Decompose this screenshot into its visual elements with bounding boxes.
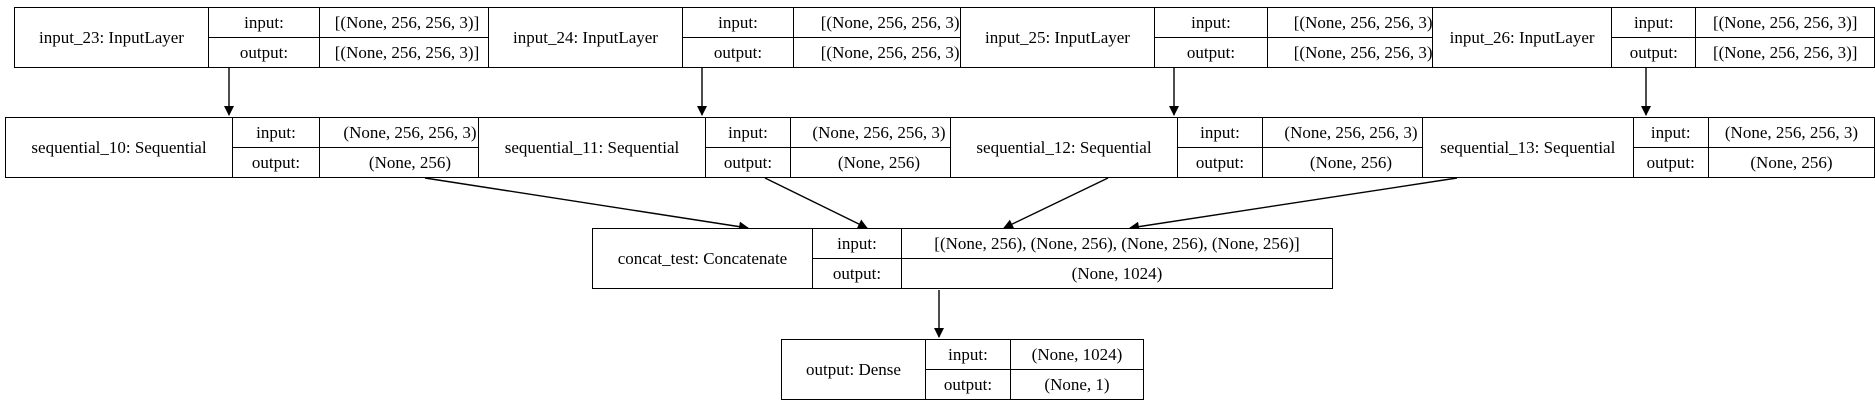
output-label: output:: [232, 147, 320, 178]
input-shape: (None, 256, 256, 3): [1707, 117, 1875, 148]
output-label: output:: [1177, 147, 1263, 178]
input-label: input:: [232, 117, 320, 148]
edge-arrow-sequential-12-to-concat-test: [1003, 177, 1109, 229]
input-label: input:: [705, 117, 791, 148]
output-label: output:: [1632, 147, 1709, 178]
input-label: input:: [1632, 117, 1709, 148]
input-shape: [(None, 256, 256, 3)]: [319, 7, 495, 38]
layer-title: sequential_10: Sequential: [5, 117, 233, 178]
output-label: output:: [925, 369, 1011, 400]
layer-title: sequential_12: Sequential: [950, 117, 1178, 178]
input-shape: [(None, 256, 256, 3)]: [1695, 7, 1875, 38]
input-label: input:: [682, 7, 794, 38]
input-shape: [(None, 256), (None, 256), (None, 256), …: [901, 228, 1333, 259]
layer-title: sequential_13: Sequential: [1422, 117, 1634, 178]
output-shape: (None, 1024): [901, 258, 1333, 289]
layer-title: concat_test: Concatenate: [592, 228, 813, 289]
input-shape: (None, 256, 256, 3): [790, 117, 968, 148]
output-label: output:: [812, 258, 902, 289]
input-shape: (None, 256, 256, 3): [319, 117, 501, 148]
output-shape: (None, 256): [1707, 147, 1875, 178]
output-shape: (None, 256): [1262, 147, 1440, 178]
output-label: output:: [1154, 37, 1268, 68]
output-shape: [(None, 256, 256, 3)]: [319, 37, 495, 68]
layer-title: output: Dense: [781, 339, 926, 400]
layer-title: input_26: InputLayer: [1431, 7, 1613, 68]
output-label: output:: [705, 147, 791, 178]
edge-arrow-sequential-11-to-concat-test: [764, 177, 868, 229]
input-label: input:: [925, 339, 1011, 370]
edge-arrow-sequential-10-to-concat-test: [424, 177, 749, 232]
layer-title: sequential_11: Sequential: [478, 117, 706, 178]
layer-title: input_25: InputLayer: [960, 7, 1155, 68]
input-shape: (None, 1024): [1010, 339, 1144, 370]
output-shape: [(None, 256, 256, 3)]: [1695, 37, 1875, 68]
layer-title: input_23: InputLayer: [14, 7, 209, 68]
edge-arrow-sequential-13-to-concat-test: [1129, 177, 1458, 232]
output-shape: (None, 256): [790, 147, 968, 178]
input-label: input:: [1154, 7, 1268, 38]
output-shape: (None, 256): [319, 147, 501, 178]
input-label: input:: [1611, 7, 1697, 38]
input-shape: [(None, 256, 256, 3)]: [793, 7, 993, 38]
output-shape: [(None, 256, 256, 3)]: [793, 37, 993, 68]
input-label: input:: [812, 228, 902, 259]
input-shape: (None, 256, 256, 3): [1262, 117, 1440, 148]
output-label: output:: [1611, 37, 1697, 68]
output-label: output:: [682, 37, 794, 68]
output-shape: (None, 1): [1010, 369, 1144, 400]
input-label: input:: [1177, 117, 1263, 148]
input-label: input:: [208, 7, 320, 38]
output-label: output:: [208, 37, 320, 68]
layer-title: input_24: InputLayer: [488, 7, 683, 68]
